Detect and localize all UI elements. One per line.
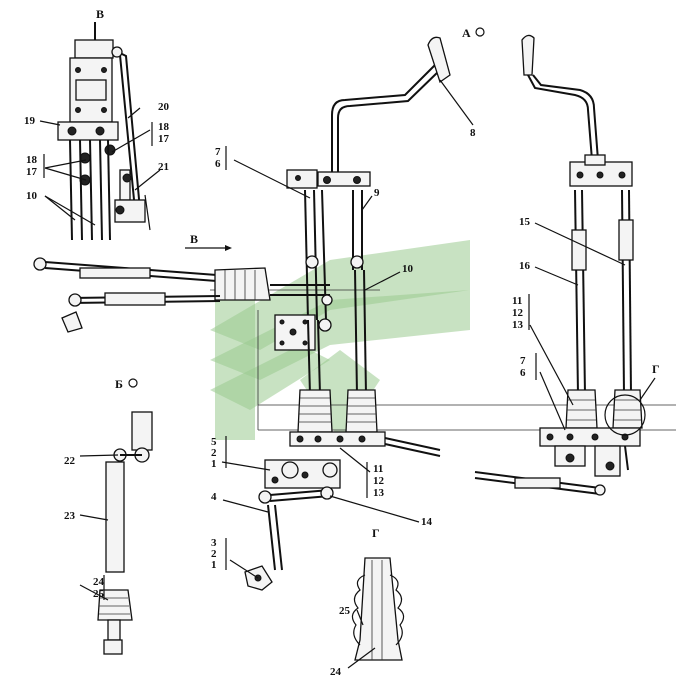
- svg-text:13: 13: [512, 319, 524, 331]
- view-label-a: А: [462, 26, 471, 40]
- callout-labels: 8 9 10 10 14 15 16 19 20 21 22 23 24 25 …: [24, 101, 531, 678]
- callout-21: 21: [158, 161, 169, 173]
- svg-text:5: 5: [211, 436, 217, 448]
- svg-text:11: 11: [373, 463, 383, 475]
- view-marker-a-icon: [475, 27, 485, 37]
- callout-4: 4: [211, 491, 217, 503]
- detail-circle-g: [604, 394, 646, 436]
- svg-text:1: 1: [211, 458, 217, 470]
- callout-20: 20: [158, 101, 170, 113]
- callout-25-b: 25: [93, 588, 105, 600]
- callout-10-center: 10: [402, 263, 414, 275]
- view-label-g-bottom: Г: [372, 526, 380, 540]
- view-label-v: В: [96, 7, 104, 21]
- callout-9: 9: [374, 187, 380, 199]
- view-marker-b-icon: [128, 378, 138, 388]
- stack-7-6-top: 7 6: [215, 146, 221, 170]
- callout-14: 14: [421, 516, 433, 528]
- right-lever-assembly: [474, 34, 646, 496]
- callout-16: 16: [519, 260, 531, 272]
- svg-text:12: 12: [512, 307, 524, 319]
- svg-text:11: 11: [512, 295, 522, 307]
- svg-text:7: 7: [520, 355, 526, 367]
- arrow-label-v: В: [190, 232, 198, 246]
- svg-text:7: 7: [215, 146, 221, 158]
- stack-18-17-left: 18 17: [26, 154, 38, 178]
- stack-11-12-13-right: 11 12 13: [512, 295, 524, 331]
- callout-10-left: 10: [26, 190, 38, 202]
- horizontal-rod-assembly: [33, 245, 330, 333]
- stack-7-6-right: 7 6: [520, 355, 526, 379]
- svg-text:2: 2: [211, 548, 217, 560]
- stack-11-12-13-center: 11 12 13: [373, 463, 385, 499]
- callout-19: 19: [24, 115, 36, 127]
- callout-25-g: 25: [339, 605, 351, 617]
- svg-text:13: 13: [373, 487, 385, 499]
- callout-8: 8: [470, 127, 476, 139]
- svg-text:17: 17: [158, 133, 170, 145]
- leader-lines: [39, 79, 656, 669]
- svg-text:18: 18: [26, 154, 38, 166]
- svg-text:17: 17: [26, 166, 38, 178]
- stacked-labels: 7 6 18 17 18 17 5 2 1 11 12 13 3 2 1 11 …: [26, 121, 526, 571]
- svg-text:1: 1: [211, 559, 217, 571]
- view-label-b: Б: [115, 377, 123, 391]
- callout-24-b: 24: [93, 576, 105, 588]
- view-v-assembly: [57, 22, 151, 241]
- svg-text:6: 6: [520, 367, 526, 379]
- svg-text:6: 6: [215, 158, 221, 170]
- stack-3-2-1: 3 2 1: [211, 537, 217, 571]
- svg-text:3: 3: [211, 537, 217, 549]
- stack-18-17-right: 18 17: [158, 121, 170, 145]
- callout-22: 22: [64, 455, 76, 467]
- callout-23: 23: [64, 510, 76, 522]
- callout-15: 15: [519, 216, 531, 228]
- svg-text:12: 12: [373, 475, 385, 487]
- central-lever-assembly: [244, 36, 451, 591]
- view-g-boot: [351, 557, 405, 661]
- view-label-g-top: Г: [652, 362, 660, 376]
- svg-text:2: 2: [211, 447, 217, 459]
- callout-24-g: 24: [330, 666, 342, 678]
- view-labels: В Б А Г Г В: [96, 7, 660, 540]
- view-b-assembly: [97, 411, 153, 655]
- stack-5-2-1: 5 2 1: [211, 436, 217, 470]
- svg-text:18: 18: [158, 121, 170, 133]
